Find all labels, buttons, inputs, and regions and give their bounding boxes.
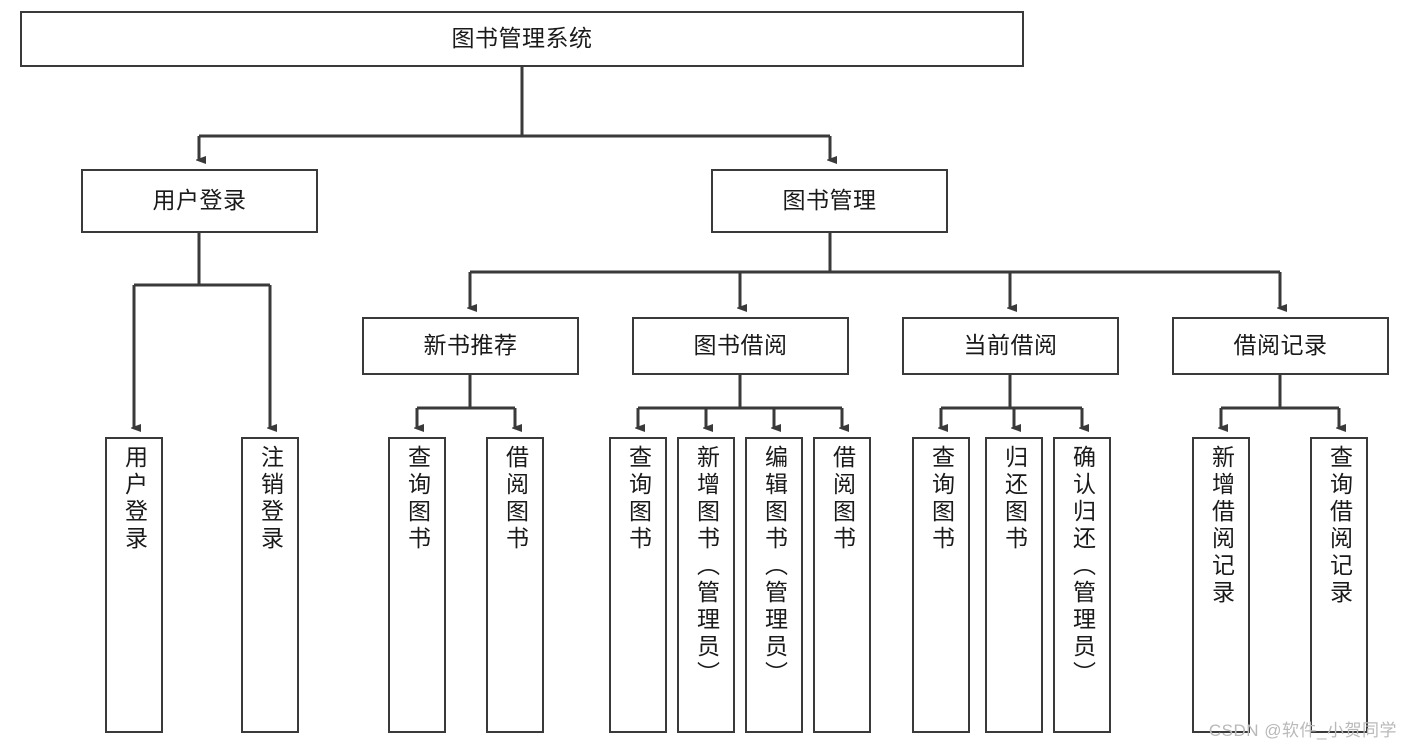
node-label: 当前借阅: [963, 332, 1058, 359]
node-leaf-logout[interactable]: 注销登录: [241, 437, 299, 733]
node-label: 新增图书（管理员）: [693, 445, 720, 688]
node-label: 用户登录: [152, 187, 247, 214]
node-label: 图书管理: [782, 187, 877, 214]
node-leaf-borrow-book-2[interactable]: 借阅图书: [813, 437, 871, 733]
node-label: 用户登录: [121, 445, 148, 553]
watermark-text: CSDN @软件_小贺同学: [1208, 721, 1397, 740]
node-label: 借阅记录: [1233, 332, 1328, 359]
node-label: 图书借阅: [693, 332, 788, 359]
node-root-system[interactable]: 图书管理系统: [20, 11, 1024, 67]
node-leaf-query-record[interactable]: 查询借阅记录: [1310, 437, 1368, 733]
node-leaf-borrow-book-1[interactable]: 借阅图书: [486, 437, 544, 733]
node-label: 新增借阅记录: [1208, 445, 1235, 607]
node-current-borrow[interactable]: 当前借阅: [902, 317, 1119, 375]
node-new-book-rec[interactable]: 新书推荐: [362, 317, 579, 375]
node-book-manage[interactable]: 图书管理: [711, 169, 948, 233]
node-borrow-record[interactable]: 借阅记录: [1172, 317, 1389, 375]
node-leaf-confirm-return[interactable]: 确认归还（管理员）: [1053, 437, 1111, 733]
node-leaf-user-login[interactable]: 用户登录: [105, 437, 163, 733]
node-label: 编辑图书（管理员）: [761, 445, 788, 688]
node-label: 借阅图书: [829, 445, 856, 553]
node-label: 查询借阅记录: [1326, 445, 1353, 607]
node-leaf-query-book-3[interactable]: 查询图书: [912, 437, 970, 733]
node-label: 图书管理系统: [451, 25, 593, 52]
node-leaf-query-book-1[interactable]: 查询图书: [388, 437, 446, 733]
node-book-borrow[interactable]: 图书借阅: [632, 317, 849, 375]
node-label: 借阅图书: [502, 445, 529, 553]
node-label: 查询图书: [625, 445, 652, 553]
node-leaf-query-book-2[interactable]: 查询图书: [609, 437, 667, 733]
node-leaf-edit-book[interactable]: 编辑图书（管理员）: [745, 437, 803, 733]
node-label: 查询图书: [404, 445, 431, 553]
node-label: 注销登录: [257, 445, 284, 553]
node-leaf-add-record[interactable]: 新增借阅记录: [1192, 437, 1250, 733]
node-label: 查询图书: [928, 445, 955, 553]
node-label: 确认归还（管理员）: [1069, 445, 1096, 688]
node-label: 归还图书: [1001, 445, 1028, 553]
node-leaf-add-book[interactable]: 新增图书（管理员）: [677, 437, 735, 733]
node-user-login[interactable]: 用户登录: [81, 169, 318, 233]
node-leaf-return-book[interactable]: 归还图书: [985, 437, 1043, 733]
node-label: 新书推荐: [423, 332, 518, 359]
